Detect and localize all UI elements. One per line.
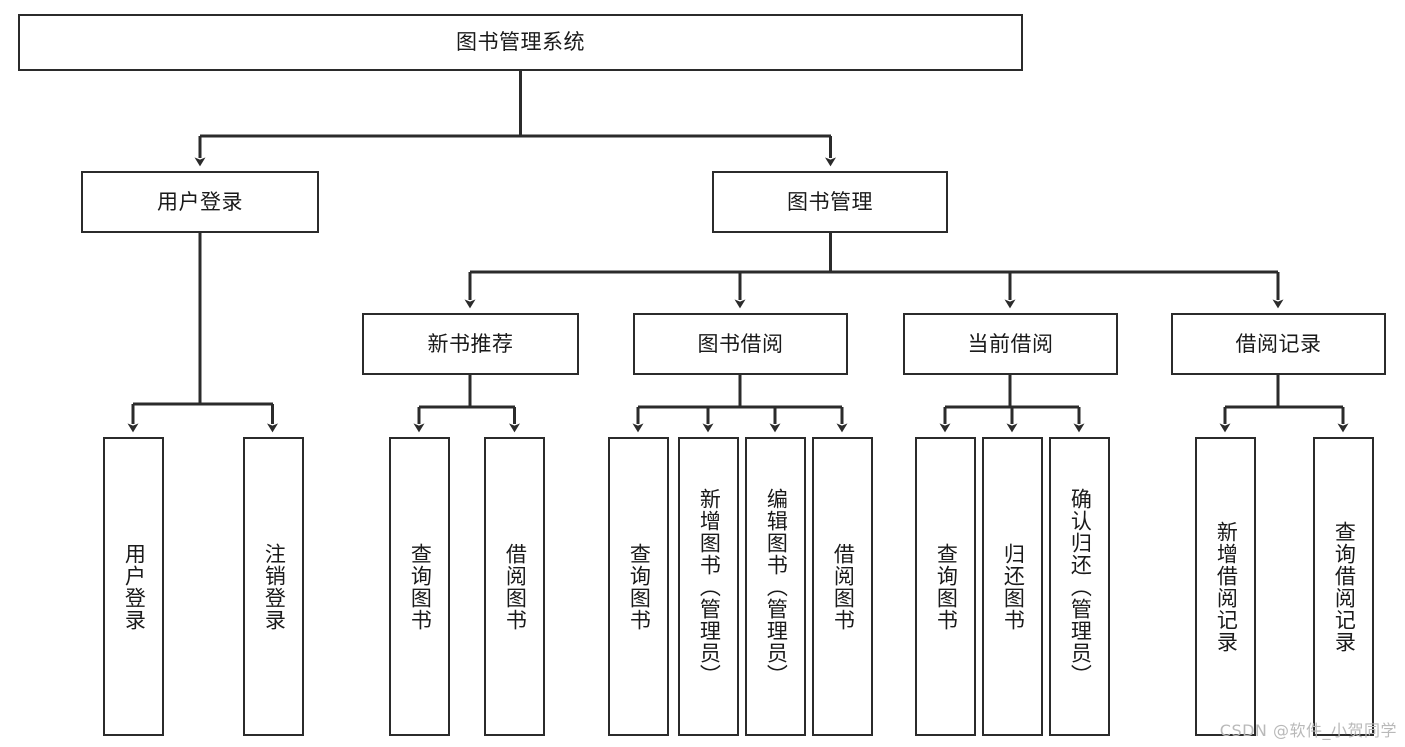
node-new-book-rec-label: 新书推荐 (427, 331, 514, 356)
node-leaf-edit-book-label: 编辑图书（管理员） (764, 487, 789, 686)
node-book-manage-label: 图书管理 (787, 189, 873, 214)
node-leaf-user-login[interactable]: 用户登录 (103, 437, 164, 736)
node-new-book-rec[interactable]: 新书推荐 (362, 313, 579, 375)
node-leaf-query-book-1-label: 查询图书 (408, 542, 433, 631)
node-root[interactable]: 图书管理系统 (18, 14, 1023, 71)
node-leaf-borrow-book-2-label: 借阅图书 (831, 542, 856, 631)
node-leaf-return-book[interactable]: 归还图书 (982, 437, 1043, 736)
node-leaf-add-record-label: 新增借阅记录 (1214, 520, 1239, 653)
node-leaf-borrow-book-2[interactable]: 借阅图书 (812, 437, 873, 736)
node-user-login-label: 用户登录 (157, 189, 243, 214)
node-leaf-borrow-book-1[interactable]: 借阅图书 (484, 437, 545, 736)
node-current-borrow-label: 当前借阅 (967, 331, 1054, 356)
node-leaf-query-record[interactable]: 查询借阅记录 (1313, 437, 1374, 736)
node-leaf-query-book-3[interactable]: 查询图书 (915, 437, 976, 736)
node-leaf-query-book-1[interactable]: 查询图书 (389, 437, 450, 736)
node-leaf-logout[interactable]: 注销登录 (243, 437, 304, 736)
node-book-borrow-label: 图书借阅 (697, 331, 784, 356)
node-leaf-add-book-label: 新增图书（管理员） (697, 487, 722, 686)
node-current-borrow[interactable]: 当前借阅 (903, 313, 1118, 375)
node-root-label: 图书管理系统 (456, 30, 585, 55)
node-leaf-query-book-2-label: 查询图书 (627, 542, 652, 631)
node-leaf-logout-label: 注销登录 (262, 542, 287, 631)
node-leaf-confirm-return[interactable]: 确认归还（管理员） (1049, 437, 1110, 736)
node-borrow-record[interactable]: 借阅记录 (1171, 313, 1386, 375)
node-leaf-add-book[interactable]: 新增图书（管理员） (678, 437, 739, 736)
node-book-borrow[interactable]: 图书借阅 (633, 313, 848, 375)
node-leaf-return-book-label: 归还图书 (1001, 542, 1026, 631)
node-book-manage[interactable]: 图书管理 (712, 171, 948, 233)
node-user-login[interactable]: 用户登录 (81, 171, 319, 233)
node-leaf-query-record-label: 查询借阅记录 (1332, 520, 1357, 653)
node-leaf-query-book-2[interactable]: 查询图书 (608, 437, 669, 736)
node-leaf-confirm-return-label: 确认归还（管理员） (1068, 487, 1093, 686)
node-leaf-add-record[interactable]: 新增借阅记录 (1195, 437, 1256, 736)
node-leaf-user-login-label: 用户登录 (122, 542, 147, 631)
node-leaf-borrow-book-1-label: 借阅图书 (503, 542, 528, 631)
node-borrow-record-label: 借阅记录 (1235, 331, 1322, 356)
node-leaf-query-book-3-label: 查询图书 (934, 542, 959, 631)
node-leaf-edit-book[interactable]: 编辑图书（管理员） (745, 437, 806, 736)
